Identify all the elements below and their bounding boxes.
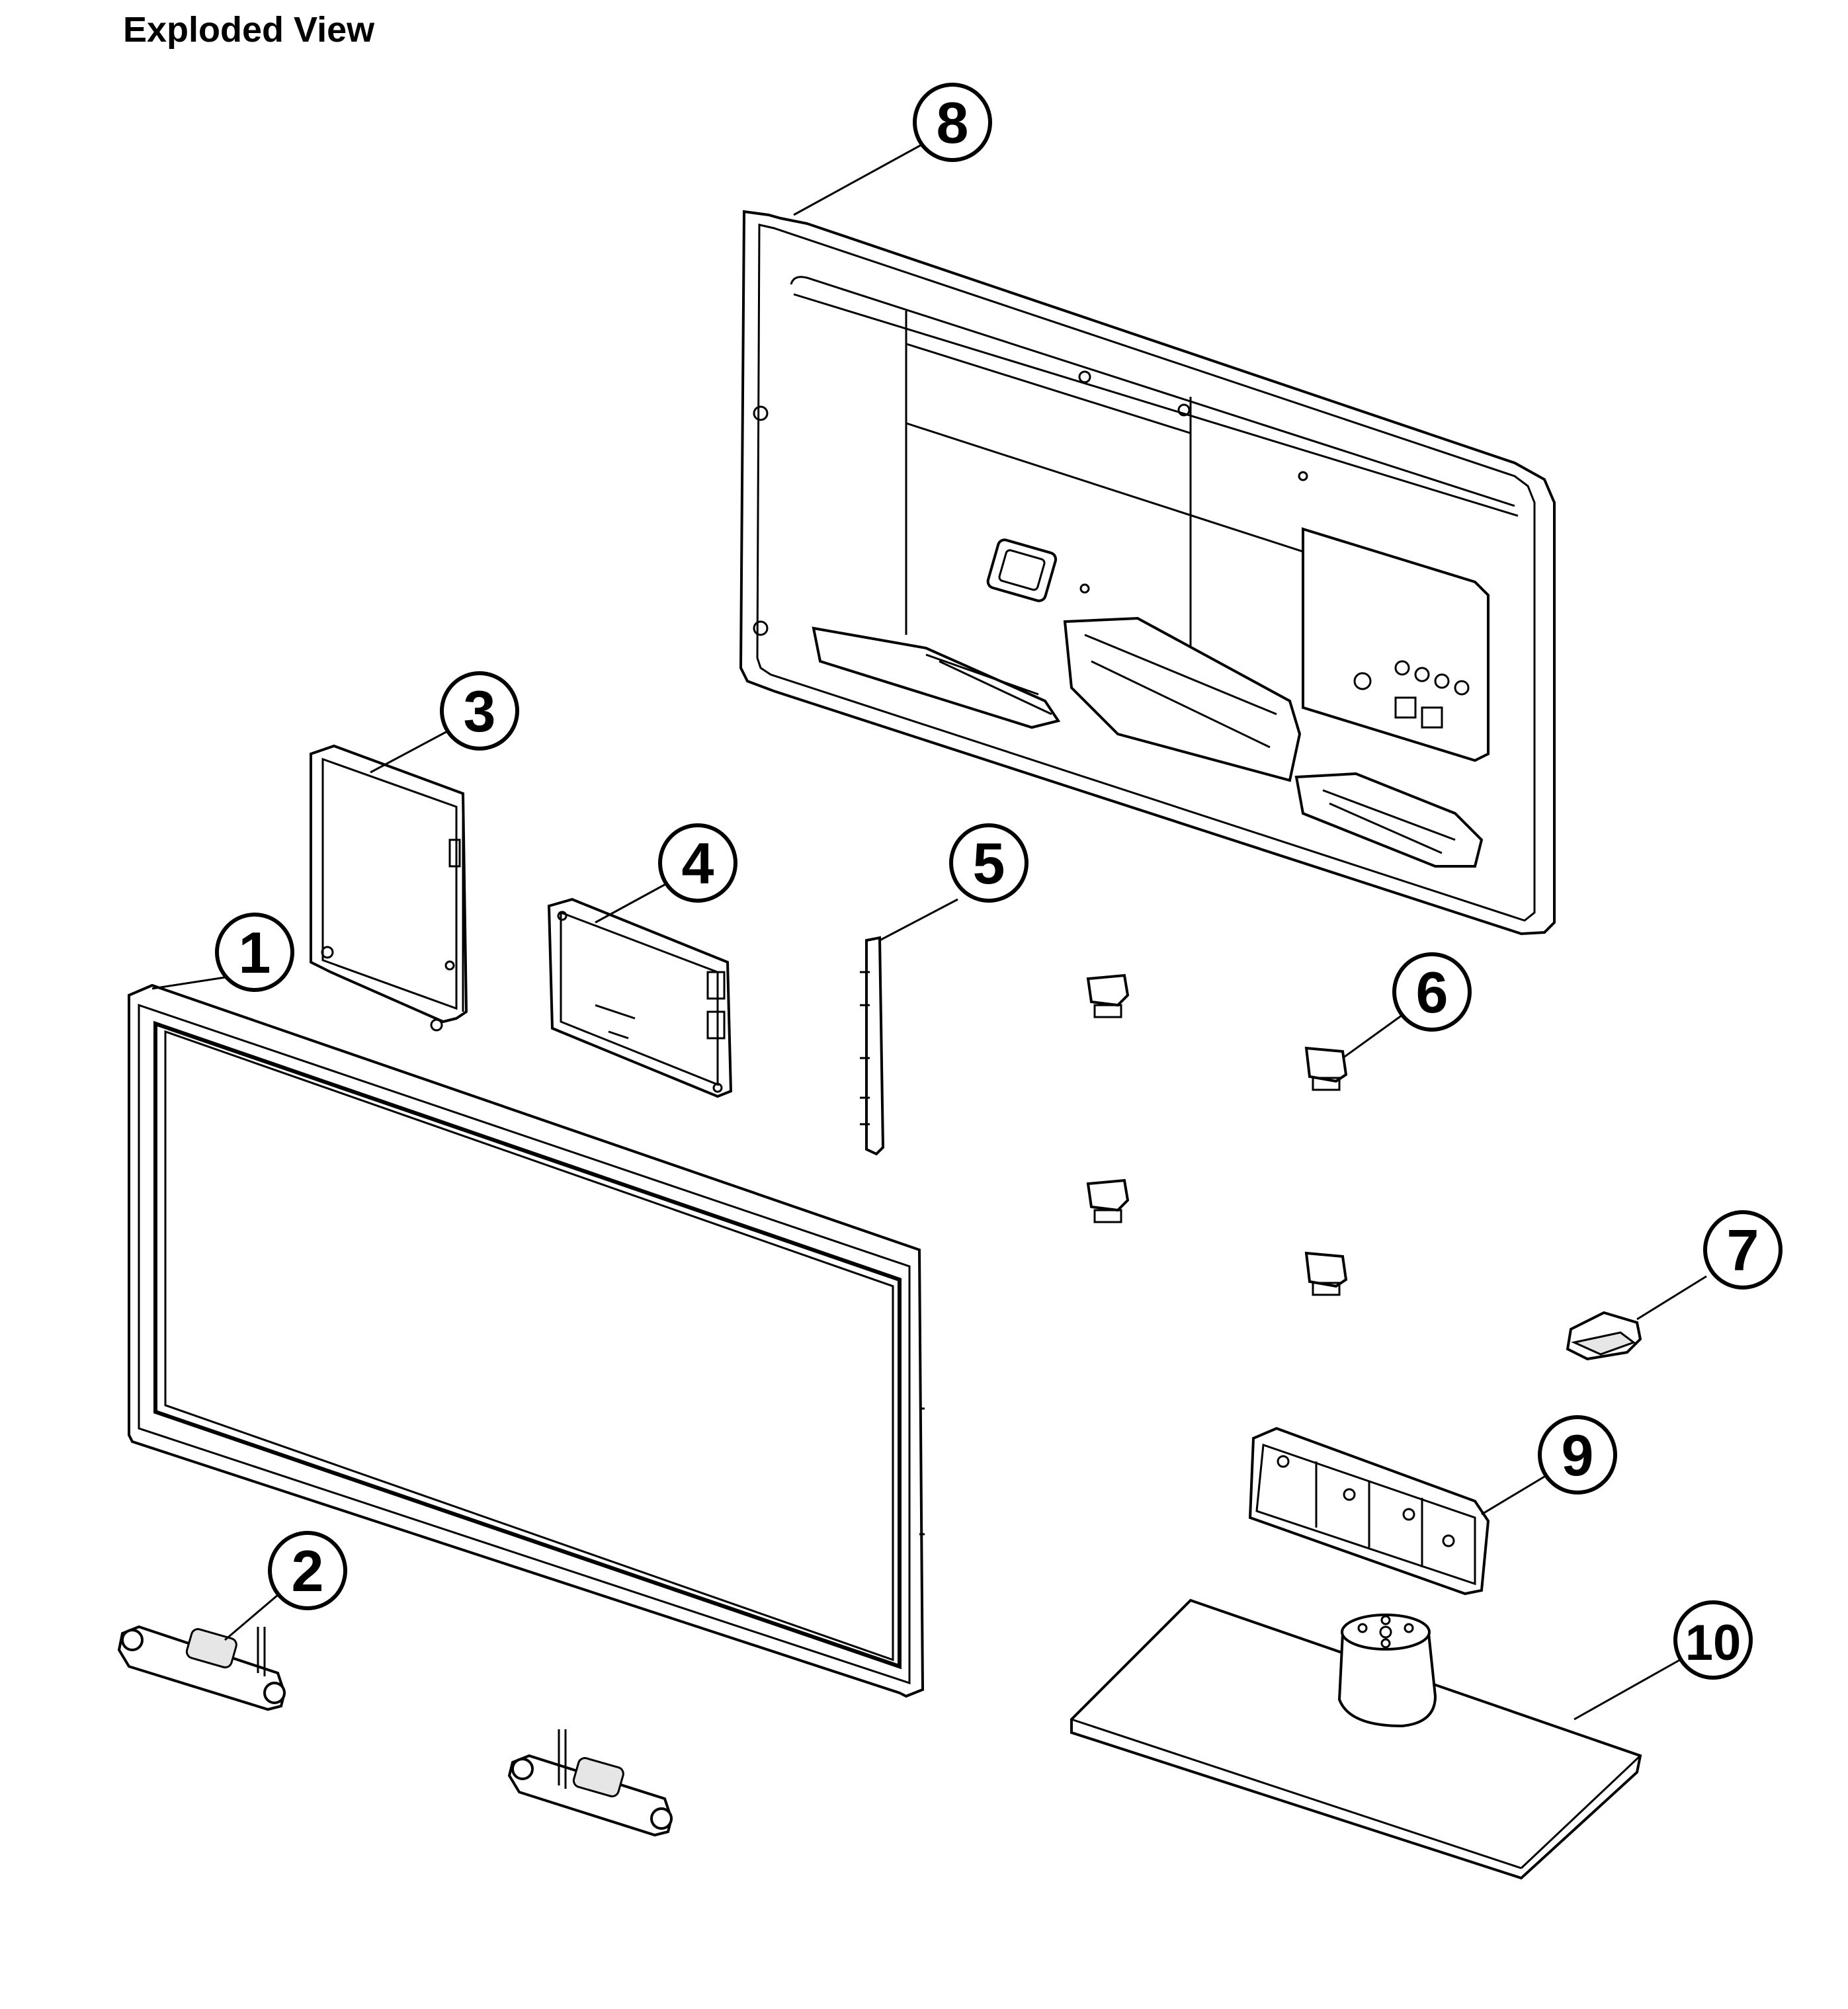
callout-4: 4 — [658, 823, 737, 903]
part-main-board — [547, 897, 733, 1098]
callout-3-label: 3 — [464, 678, 496, 744]
part-speakers — [117, 1625, 673, 1837]
leader-lines — [151, 143, 1707, 1721]
part-stand-bracket — [1248, 1426, 1490, 1596]
callout-5-label: 5 — [973, 831, 1005, 896]
part-side-bracket — [860, 936, 885, 1156]
callout-1-label: 1 — [239, 920, 271, 985]
callout-10-label: 10 — [1685, 1615, 1742, 1671]
part-stand-base — [1070, 1598, 1642, 1880]
callout-10: 10 — [1673, 1600, 1753, 1680]
part-rear-cover — [739, 210, 1556, 936]
callout-8-label: 8 — [937, 90, 969, 155]
callout-9: 9 — [1538, 1415, 1617, 1495]
speaker-left — [117, 1625, 286, 1711]
callout-2-label: 2 — [292, 1538, 324, 1604]
callout-6-label: 6 — [1416, 960, 1449, 1025]
callout-9-label: 9 — [1562, 1422, 1594, 1488]
speaker-right — [507, 1729, 673, 1837]
callout-7: 7 — [1703, 1210, 1783, 1290]
callout-3: 3 — [440, 671, 519, 751]
callout-2: 2 — [268, 1531, 347, 1610]
page-title: Exploded View — [123, 10, 375, 50]
part-brackets — [1086, 973, 1348, 1296]
part-front-panel — [128, 983, 925, 1698]
callout-6: 6 — [1392, 952, 1472, 1032]
callout-4-label: 4 — [682, 831, 714, 896]
callout-8: 8 — [913, 83, 992, 162]
callout-7-label: 7 — [1727, 1217, 1759, 1283]
callout-1: 1 — [215, 913, 294, 992]
part-power-board — [310, 744, 468, 1032]
part-small-cover — [1566, 1311, 1642, 1361]
callout-5: 5 — [949, 823, 1029, 903]
